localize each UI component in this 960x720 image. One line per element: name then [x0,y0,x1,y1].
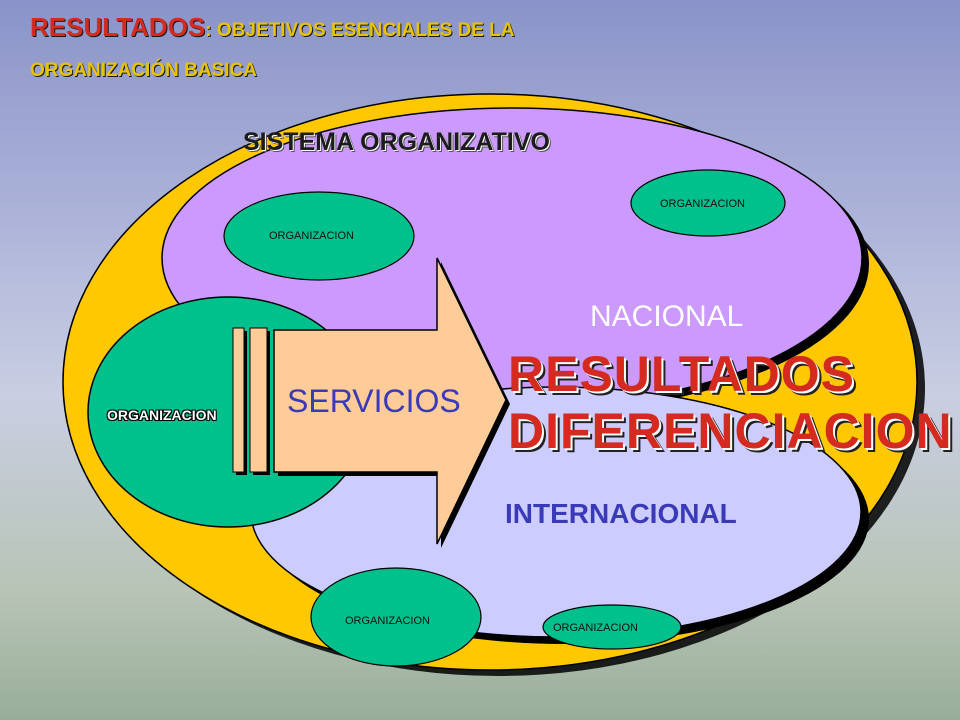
service-bar [249,327,268,473]
org-node-label: ORGANIZACION [660,198,745,210]
org-node-ellipse [542,604,682,650]
slide-title-line2: ORGANIZACIÓN BASICA [30,60,257,81]
org-node-label: ORGANIZACION [269,230,354,242]
slide-title: RESULTADOS: OBJETIVOS ESENCIALES DE LA [30,12,515,43]
org-node-ellipse [630,169,786,237]
result-label: RESULTADOS [508,346,856,402]
slide-title-lead: RESULTADOS [30,12,206,42]
services-arrow [273,257,507,545]
slide-title-rest: : OBJETIVOS ESENCIALES DE LA [205,20,515,41]
result-label: DIFERENCIACION [508,403,953,459]
org-node-ellipse [223,191,415,281]
system-title: SISTEMA ORGANIZATIVO [243,128,550,156]
main-org-label: ORGANIZACION [107,407,217,423]
org-node-label: ORGANIZACION [553,622,638,634]
org-node-label: ORGANIZACION [345,615,430,627]
service-bar [232,327,245,473]
nacional-label: NACIONAL [590,300,744,333]
internacional-label: INTERNACIONAL [505,498,737,529]
servicios-label: SERVICIOS [287,383,461,419]
org-node-ellipse [310,567,482,667]
